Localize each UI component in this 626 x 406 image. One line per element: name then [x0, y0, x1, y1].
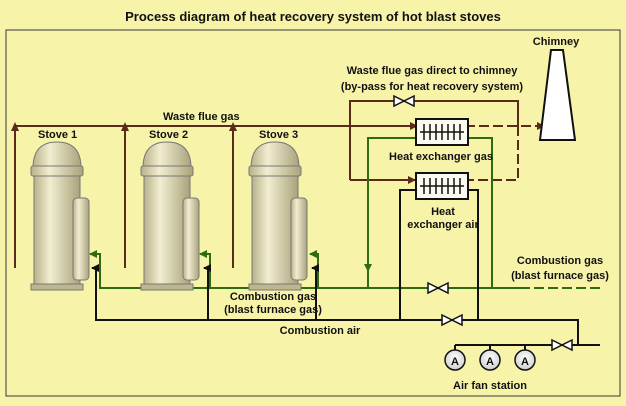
svg-text:A: A [521, 356, 529, 368]
chimney-icon [538, 49, 577, 141]
chimney-label: Chimney [533, 36, 580, 48]
heat-exchanger-icon [415, 172, 469, 200]
diagram-title: Process diagram of heat recovery system … [125, 9, 501, 24]
valve-icon [427, 281, 449, 295]
waste-flue-gas-label: Waste flue gas [163, 111, 240, 123]
stove-1-label: Stove 1 [38, 129, 77, 141]
bypass-label-line1: Waste flue gas direct to chimney [347, 65, 519, 77]
stove-2-label: Stove 2 [149, 129, 188, 141]
stove-icon [248, 141, 308, 291]
stove-icon [30, 141, 90, 291]
svg-text:A: A [451, 356, 459, 368]
combustion-air-arrows [91, 264, 319, 272]
air-fans: A A A [444, 349, 536, 371]
diagram-frame [5, 29, 621, 397]
heat-exchanger-gas-label: Heat exchanger gas [389, 151, 493, 163]
combustion-air-label: Combustion air [280, 325, 361, 337]
fan-icon: A [479, 349, 501, 371]
svg-text:A: A [486, 356, 494, 368]
heat-exchanger-air-label-line1: Heat [431, 206, 455, 218]
stove-3-label: Stove 3 [259, 129, 298, 141]
bypass-label-line2: (by-pass for heat recovery system) [341, 81, 524, 93]
fan-icon: A [444, 349, 466, 371]
combustion-gas-center-label-line1: Combustion gas [230, 291, 316, 303]
stove-icon [140, 141, 200, 291]
valve-icon [551, 338, 573, 352]
valve-icon [393, 94, 415, 108]
heat-exchanger-air-label-line2: exchanger air [407, 219, 479, 231]
fan-icon: A [514, 349, 536, 371]
combustion-gas-arrows [89, 250, 372, 272]
combustion-gas-right-label-line2: (blast furnace gas) [511, 270, 609, 282]
stoves-group [30, 141, 308, 291]
air-fan-station-label: Air fan station [453, 380, 527, 392]
valve-icon [441, 313, 463, 327]
heat-exchanger-icon [415, 118, 469, 146]
combustion-gas-right-label-line1: Combustion gas [517, 255, 603, 267]
combustion-gas-center-label-line2: (blast furnace gas) [224, 304, 322, 316]
valves [393, 94, 573, 352]
